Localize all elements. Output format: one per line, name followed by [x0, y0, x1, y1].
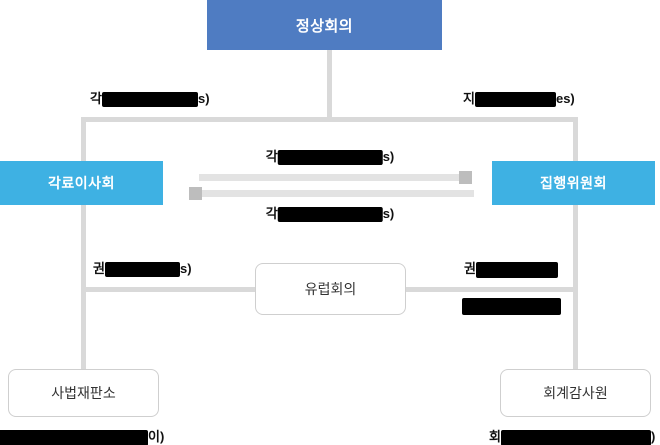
- node-parliament[interactable]: 유럽회의: [255, 263, 406, 315]
- edge-label-mid-upper-suffix: s): [382, 149, 395, 164]
- connector-right-to-parliament: [405, 287, 578, 292]
- edge-label-left-power-prefix: 권: [93, 261, 105, 276]
- edge-label-mid-lower: 각 s): [265, 205, 395, 223]
- caption-auditors: 회): [489, 428, 655, 445]
- connector-horizontal-bus: [81, 117, 578, 122]
- caption-auditors-suffix: ): [650, 429, 656, 444]
- edge-label-top-right-prefix: 지: [463, 91, 475, 106]
- edge-label-left-power: 권 s): [93, 260, 192, 278]
- node-commission-label: 집행위원회: [540, 175, 607, 191]
- connector-summit-down: [327, 50, 332, 119]
- edge-label-top-left-prefix: 각: [90, 91, 102, 106]
- node-court-label: 사법재판소: [51, 385, 116, 401]
- edge-label-mid-upper-redaction: [277, 150, 383, 166]
- arrow-bar-rightward: [199, 174, 465, 181]
- arrow-head-right-icon: [459, 171, 472, 184]
- edge-label-top-right-redaction: [474, 92, 556, 108]
- edge-label-right-power-prefix: 권: [464, 261, 476, 276]
- node-council-label: 각료이사회: [48, 175, 115, 191]
- node-commission[interactable]: 집행위원회: [492, 161, 655, 205]
- node-auditors-label: 회계감사원: [543, 385, 608, 401]
- edge-label-right-power-2: [462, 297, 561, 316]
- arrow-head-left-icon: [189, 187, 202, 200]
- edge-label-top-right: 지 es): [463, 90, 575, 108]
- edge-label-mid-upper: 각 s): [265, 148, 395, 166]
- edge-label-right-power-2-redaction: [462, 298, 561, 316]
- edge-label-top-right-suffix: es): [555, 91, 575, 106]
- caption-court-suffix: 이): [148, 429, 165, 444]
- node-parliament-label: 유럽회의: [304, 281, 357, 297]
- edge-label-mid-upper-prefix: 각: [265, 149, 278, 164]
- edge-label-left-power-redaction: [104, 262, 180, 278]
- caption-auditors-prefix: 회: [489, 429, 501, 444]
- edge-label-top-left-redaction: [101, 92, 198, 108]
- edge-label-mid-lower-suffix: s): [382, 206, 395, 221]
- arrow-bar-leftward: [194, 190, 474, 197]
- caption-auditors-redaction: [500, 429, 651, 445]
- edge-label-left-power-suffix: s): [179, 261, 192, 276]
- edge-label-mid-lower-redaction: [277, 207, 383, 223]
- node-council[interactable]: 각료이사회: [0, 161, 163, 205]
- edge-label-mid-lower-prefix: 각: [265, 206, 278, 221]
- caption-court-redaction: [0, 429, 148, 445]
- node-summit[interactable]: 정상회의: [207, 0, 442, 50]
- edge-label-right-power: 권: [464, 260, 558, 278]
- caption-court: 이): [0, 428, 164, 445]
- edge-label-top-left: 각 s): [90, 90, 210, 108]
- edge-label-top-left-suffix: s): [197, 91, 210, 106]
- connector-bus-to-council: [81, 117, 86, 161]
- connector-left-to-parliament: [81, 287, 256, 292]
- edge-label-right-power-redaction: [475, 261, 558, 278]
- node-auditors[interactable]: 회계감사원: [500, 369, 651, 417]
- node-court[interactable]: 사법재판소: [8, 369, 159, 417]
- node-summit-label: 정상회의: [295, 17, 354, 35]
- connector-bus-to-commission: [573, 117, 578, 161]
